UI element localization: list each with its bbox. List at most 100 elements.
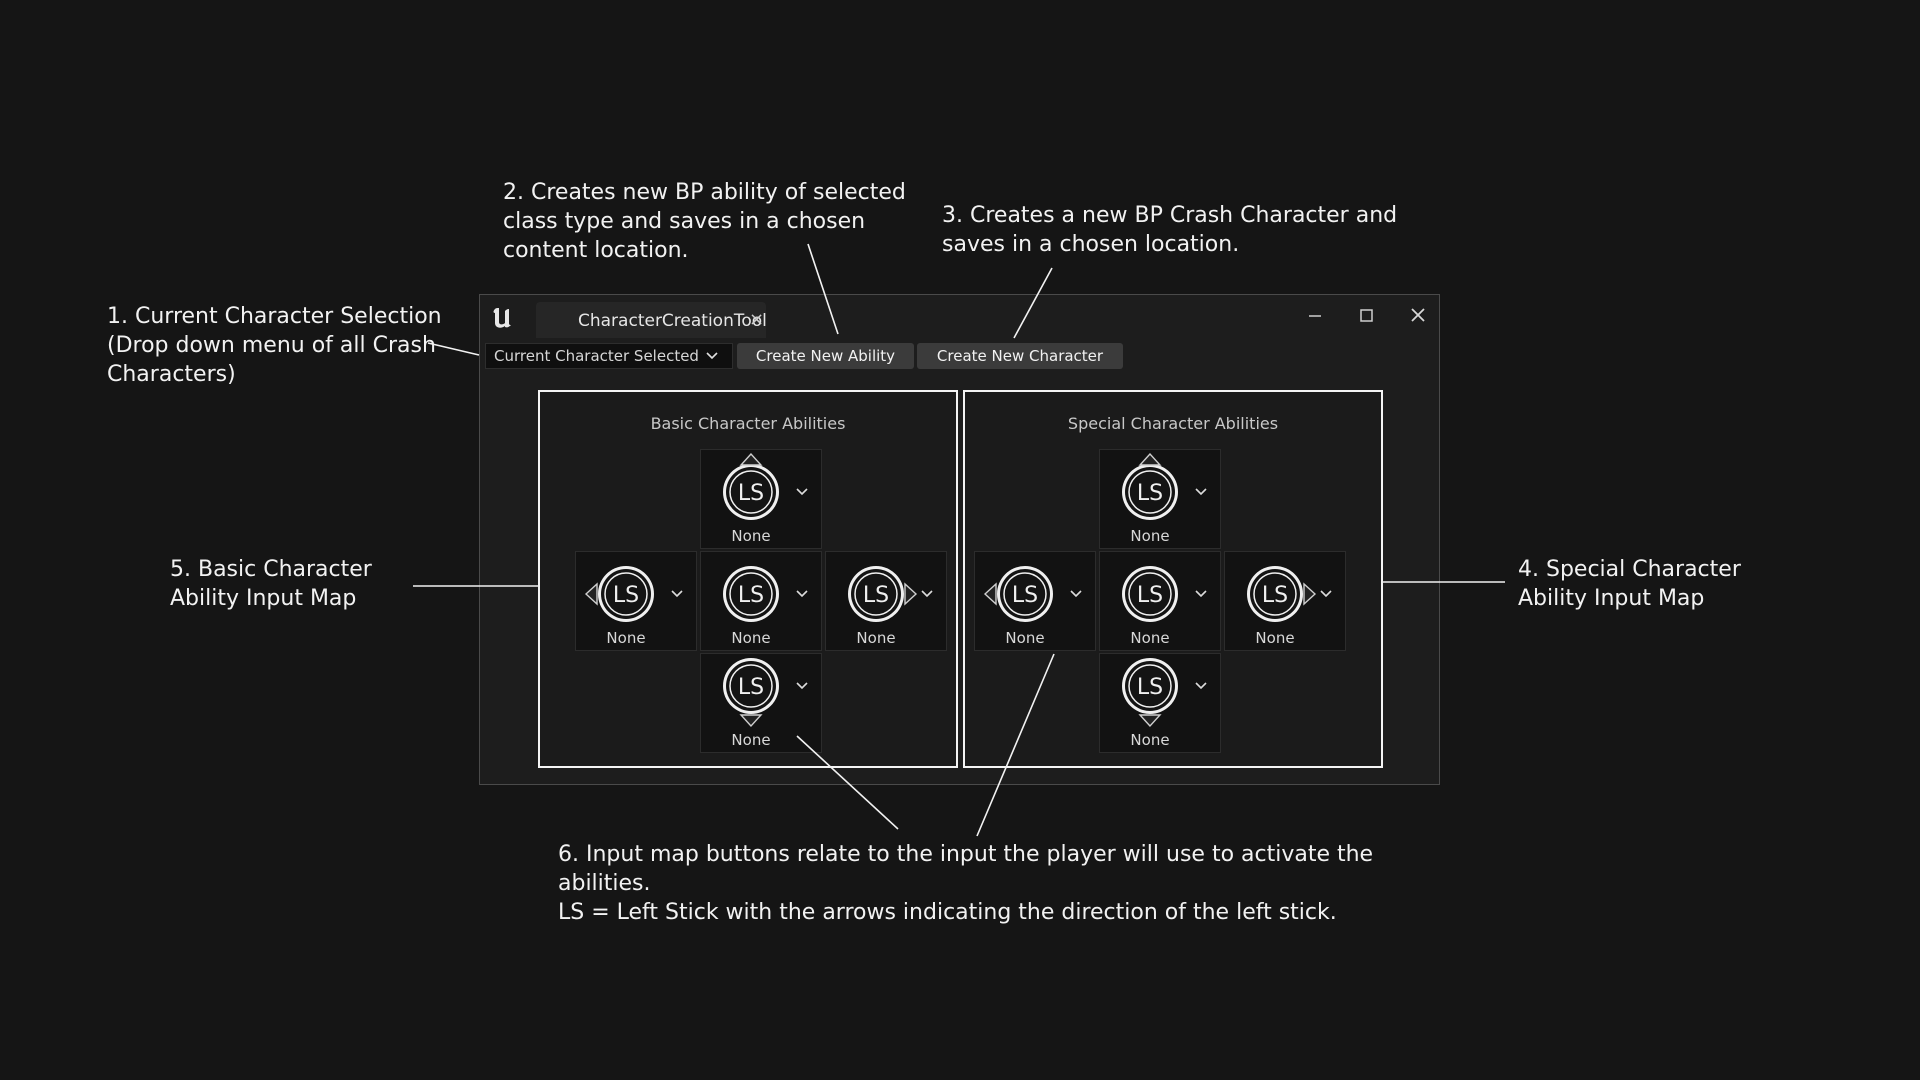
direction-arrow-icon <box>1138 714 1162 728</box>
stick-face <box>726 661 776 711</box>
direction-arrow-icon <box>1138 452 1162 466</box>
annotation-1-line-1: 1. Current Character Selection <box>107 304 442 329</box>
tab-charactercreationtool[interactable]: CharacterCreationTool × <box>536 302 767 338</box>
stick-face <box>1250 569 1300 619</box>
stick-face <box>726 467 776 517</box>
close-icon[interactable] <box>1403 303 1433 329</box>
stick-label: LS <box>1262 583 1288 608</box>
annotation-4-line-2: Ability Input Map <box>1518 586 1705 611</box>
leader-line-1 <box>427 342 480 356</box>
basic-ability-up-value: None <box>731 527 771 545</box>
basic-ability-center-slot[interactable]: LS None <box>700 551 822 651</box>
special-ability-down-slot[interactable]: LS None <box>1099 653 1221 753</box>
character-select-value: Current Character Selected <box>494 347 699 365</box>
leader-line-6b <box>976 653 1055 837</box>
basic-ability-left-value: None <box>606 629 646 647</box>
stick-inner-ring <box>1128 470 1172 514</box>
basic-ability-up-slot[interactable]: LS None <box>700 449 822 549</box>
chevron-down-icon <box>1195 682 1207 690</box>
chevron-down-icon <box>796 682 808 690</box>
basic-ability-right-value: None <box>856 629 896 647</box>
basic-ability-down-slot[interactable]: LS None <box>700 653 822 753</box>
left-stick-glyph: LS <box>584 566 683 622</box>
stick-face <box>1125 467 1175 517</box>
basic-ability-down-value: None <box>731 731 771 749</box>
chevron-down-icon <box>1070 590 1082 598</box>
basic-abilities-title: Basic Character Abilities <box>650 414 846 433</box>
stick-face <box>601 569 651 619</box>
chevron-down-icon <box>1195 590 1207 598</box>
special-ability-right-value: None <box>1255 629 1295 647</box>
left-stick-glyph: LS <box>723 452 808 520</box>
leader-line-3 <box>1013 267 1053 339</box>
special-ability-left-slot[interactable]: LS None <box>974 551 1096 651</box>
annotation-3-line-1: 3. Creates a new BP Crash Character and <box>942 203 1398 228</box>
annotation-1: 1. Current Character Selection (Drop dow… <box>107 302 442 389</box>
annotation-4: 4. Special Character Ability Input Map <box>1518 555 1741 613</box>
stick-inner-ring <box>1128 572 1172 616</box>
stick-inner-ring <box>1128 664 1172 708</box>
stick-face <box>726 569 776 619</box>
leader-line-2 <box>807 243 839 335</box>
stick-face <box>1125 661 1175 711</box>
annotation-6-line-2: abilities. <box>558 871 651 896</box>
annotation-6: 6. Input map buttons relate to the input… <box>558 840 1373 927</box>
left-stick-glyph: LS <box>983 566 1082 622</box>
direction-arrow-icon <box>739 714 763 728</box>
left-stick-glyph: LS <box>1122 452 1207 520</box>
stick-label: LS <box>1012 583 1038 608</box>
create-new-character-button[interactable]: Create New Character <box>917 343 1123 369</box>
stick-label: LS <box>1137 481 1163 506</box>
special-abilities-title: Special Character Abilities <box>1067 414 1279 433</box>
special-ability-up-slot[interactable]: LS None <box>1099 449 1221 549</box>
annotation-5-line-1: 5. Basic Character <box>170 557 372 582</box>
maximize-icon[interactable] <box>1351 303 1381 329</box>
stick-inner-ring <box>1003 572 1047 616</box>
basic-ability-left-slot[interactable]: LS None <box>575 551 697 651</box>
annotation-6-line-1: 6. Input map buttons relate to the input… <box>558 842 1374 867</box>
annotation-2-line-1: 2. Creates new BP ability of selected <box>503 180 906 205</box>
direction-arrow-icon <box>584 582 598 606</box>
tab-label: CharacterCreationTool <box>578 311 767 331</box>
character-select-dropdown[interactable]: Current Character Selected <box>485 343 733 369</box>
stick-inner-ring <box>729 572 773 616</box>
special-ability-down-value: None <box>1130 731 1170 749</box>
stick-label: LS <box>738 675 764 700</box>
chevron-down-icon <box>1195 488 1207 496</box>
special-ability-center-slot[interactable]: LS None <box>1099 551 1221 651</box>
chevron-down-icon <box>706 352 718 360</box>
chevron-down-icon <box>1320 590 1332 598</box>
annotation-2-line-3: content location. <box>503 238 689 263</box>
stick-inner-ring <box>854 572 898 616</box>
annotation-2: 2. Creates new BP ability of selected cl… <box>503 178 906 265</box>
left-stick-glyph: LS <box>848 566 933 622</box>
special-ability-center-value: None <box>1130 629 1170 647</box>
stick-face <box>1125 569 1175 619</box>
leader-line-6a <box>796 735 899 830</box>
left-stick-glyph: LS <box>723 658 808 728</box>
tab-close-icon[interactable]: × <box>749 309 765 330</box>
annotation-1-line-2: (Drop down menu of all Crash <box>107 333 436 358</box>
chevron-down-icon <box>671 590 683 598</box>
create-new-ability-button[interactable]: Create New Ability <box>737 343 914 369</box>
special-ability-up-value: None <box>1130 527 1170 545</box>
stick-face <box>851 569 901 619</box>
stick-inner-ring <box>604 572 648 616</box>
special-ability-right-slot[interactable]: LS None <box>1224 551 1346 651</box>
basic-ability-right-slot[interactable]: LS None <box>825 551 947 651</box>
annotation-3-line-2: saves in a chosen location. <box>942 232 1240 257</box>
stick-face <box>1000 569 1050 619</box>
stick-label: LS <box>738 481 764 506</box>
minimize-icon[interactable] <box>1299 303 1329 329</box>
direction-arrow-icon <box>983 582 997 606</box>
annotation-6-line-3: LS = Left Stick with the arrows indicati… <box>558 900 1337 925</box>
special-ability-left-value: None <box>1005 629 1045 647</box>
direction-arrow-icon <box>739 452 763 466</box>
basic-abilities-panel: Basic Character Abilities LS None LS Non… <box>538 390 958 768</box>
stick-inner-ring <box>1253 572 1297 616</box>
annotation-3: 3. Creates a new BP Crash Character and … <box>942 201 1397 259</box>
annotation-5: 5. Basic Character Ability Input Map <box>170 555 372 613</box>
title-bar[interactable]: CharacterCreationTool × <box>480 295 1439 339</box>
stick-label: LS <box>1137 675 1163 700</box>
